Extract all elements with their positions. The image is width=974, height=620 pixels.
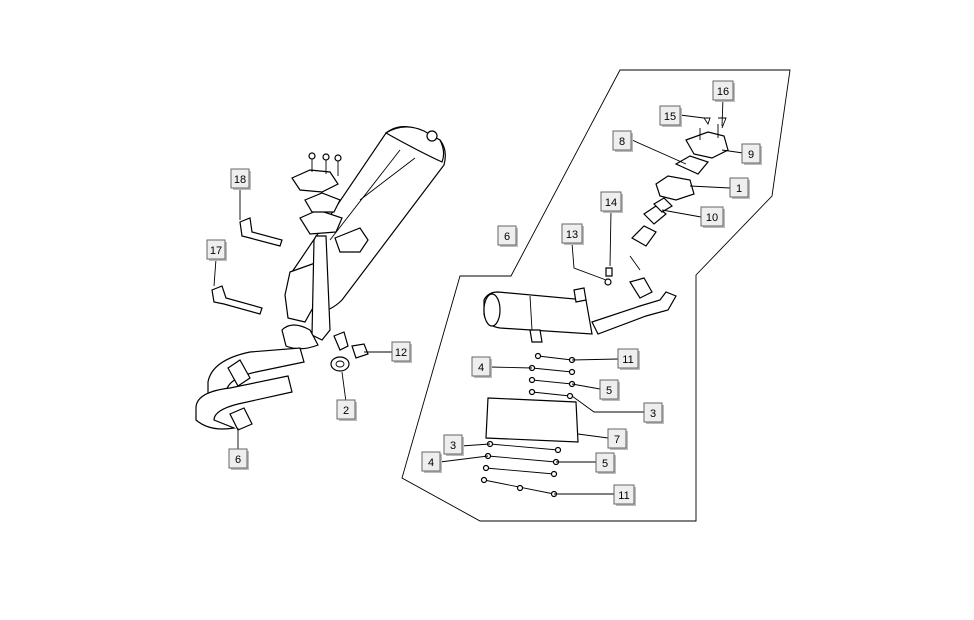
callout-13: 13 bbox=[561, 223, 584, 245]
callout-3-bottom-label: 3 bbox=[450, 440, 456, 452]
callout-3-top-label: 3 bbox=[650, 408, 656, 420]
leader-lines bbox=[213, 97, 744, 495]
callout-6-right-label: 6 bbox=[504, 231, 510, 243]
callout-6-right: 6 bbox=[497, 225, 518, 247]
gasket-10a bbox=[631, 225, 657, 247]
callout-7-label: 7 bbox=[614, 434, 620, 446]
callout-tags: 18 17 12 2 6 6 16 15 bbox=[206, 80, 762, 506]
bolt-18 bbox=[239, 217, 283, 247]
callout-4-bottom: 4 bbox=[421, 451, 442, 473]
plug-14 bbox=[605, 267, 613, 277]
heat-shield-7 bbox=[485, 397, 579, 443]
callout-6-left: 6 bbox=[228, 448, 249, 470]
callout-12: 12 bbox=[391, 341, 412, 363]
clamp-9 bbox=[685, 131, 729, 159]
callout-4-top: 4 bbox=[471, 356, 492, 378]
callout-17-label: 17 bbox=[210, 245, 222, 257]
manifold-1 bbox=[655, 175, 695, 201]
callout-1: 1 bbox=[729, 177, 750, 199]
callout-9: 9 bbox=[741, 143, 762, 165]
callout-2: 2 bbox=[336, 399, 357, 421]
callout-5-top-label: 5 bbox=[606, 385, 612, 397]
callout-6-left-label: 6 bbox=[235, 454, 241, 466]
callout-2-label: 2 bbox=[343, 405, 349, 417]
callout-11-bottom-label: 11 bbox=[618, 490, 629, 502]
callout-15-label: 15 bbox=[664, 111, 676, 123]
callout-14: 14 bbox=[600, 191, 623, 213]
callout-11-bottom: 11 bbox=[613, 484, 636, 506]
gasket-2 bbox=[330, 356, 350, 372]
bolt-15 bbox=[703, 117, 711, 126]
callout-8-label: 8 bbox=[619, 136, 625, 148]
gasket-8 bbox=[674, 155, 710, 175]
callout-5-top: 5 bbox=[599, 379, 620, 401]
callout-12-label: 12 bbox=[395, 347, 407, 359]
bolt-16 bbox=[718, 117, 727, 129]
callout-1-label: 1 bbox=[736, 183, 742, 195]
callout-3-bottom: 3 bbox=[443, 434, 464, 456]
callout-18-label: 18 bbox=[234, 174, 246, 186]
pipe-collar bbox=[291, 169, 339, 193]
callout-8: 8 bbox=[612, 130, 633, 152]
right-exhaust-assembly bbox=[401, 69, 791, 522]
head-pipe bbox=[311, 235, 331, 341]
callout-10: 10 bbox=[700, 206, 725, 228]
gasket-10c bbox=[653, 197, 673, 213]
muffler-bracket bbox=[334, 227, 369, 253]
callout-16: 16 bbox=[712, 80, 735, 102]
lower-pipe-lower bbox=[195, 375, 293, 430]
callout-10-label: 10 bbox=[706, 212, 718, 224]
kit-outline bbox=[401, 69, 791, 522]
left-exhaust-assembly bbox=[195, 126, 446, 431]
callout-5-bottom-label: 5 bbox=[602, 458, 608, 470]
callout-14-label: 14 bbox=[605, 197, 617, 209]
callout-17: 17 bbox=[206, 239, 227, 261]
callout-7: 7 bbox=[607, 428, 628, 450]
callout-9-label: 9 bbox=[748, 149, 754, 161]
callout-5-bottom: 5 bbox=[595, 452, 616, 474]
small-head-pipe bbox=[591, 291, 677, 335]
callout-11-top-label: 11 bbox=[622, 354, 633, 366]
pipe-bend bbox=[281, 324, 319, 350]
callout-18: 18 bbox=[230, 168, 251, 190]
callout-11-top: 11 bbox=[617, 348, 640, 370]
callout-15: 15 bbox=[659, 105, 682, 127]
callout-16-label: 16 bbox=[717, 86, 729, 98]
bolt-17 bbox=[211, 285, 263, 315]
callout-13-label: 13 bbox=[566, 229, 578, 241]
pipe-gasket bbox=[304, 192, 341, 213]
callout-4-top-label: 4 bbox=[478, 362, 484, 374]
callout-3-top: 3 bbox=[643, 402, 664, 424]
callout-4-bottom-label: 4 bbox=[428, 457, 434, 469]
clip-12 bbox=[333, 331, 349, 351]
nut-13 bbox=[604, 278, 612, 286]
